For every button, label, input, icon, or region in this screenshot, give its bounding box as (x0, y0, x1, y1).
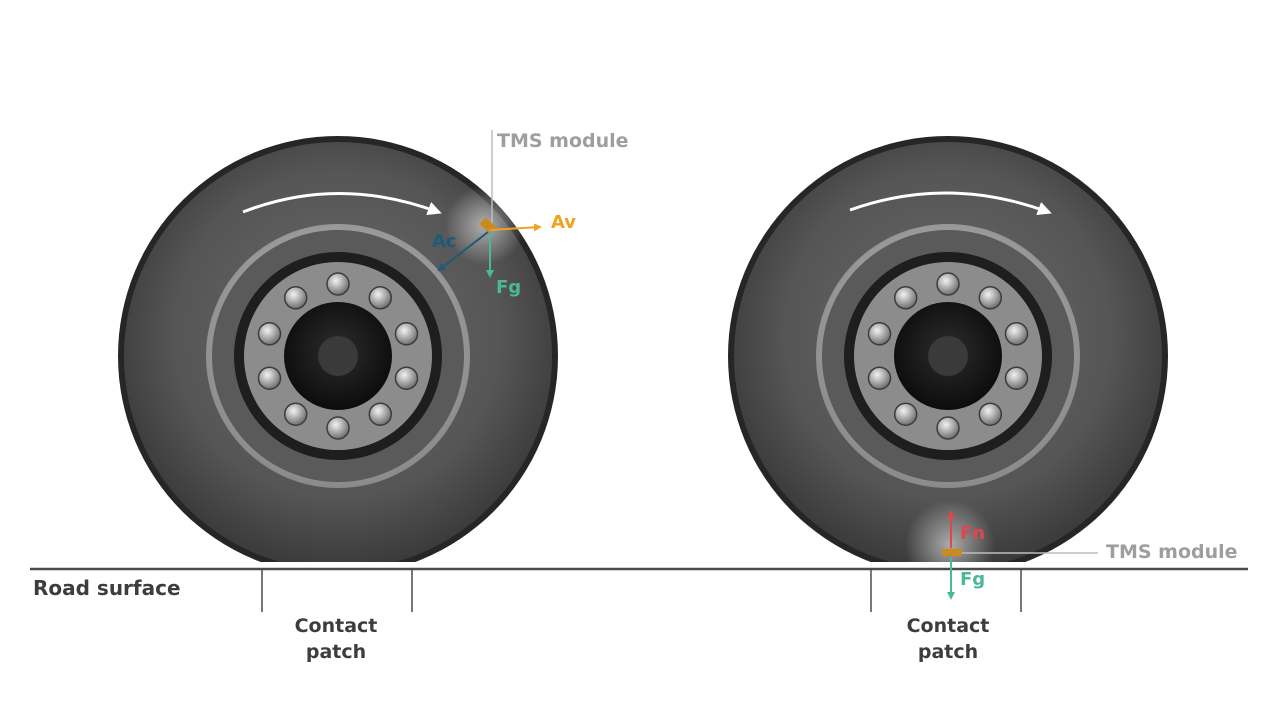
right-lug-nut (893, 402, 918, 426)
right-contact-patch-line1: Contact (906, 615, 990, 637)
left-contact-patch-label: Contact patch (266, 613, 406, 665)
right-contact-patch-line2: patch (917, 641, 979, 663)
right-hub-cap (928, 336, 968, 376)
left-lug-nut (394, 366, 419, 390)
right-lug-nuts (867, 272, 1029, 440)
right-tms-module (942, 549, 962, 556)
right-lug-nut (893, 286, 918, 310)
left-av-label: Av (551, 212, 577, 233)
left-wheel (118, 136, 558, 562)
right-lug-nut (936, 416, 960, 440)
left-fg-label: Fg (496, 277, 522, 298)
right-lug-nut (1004, 366, 1029, 390)
left-ac-label: Ac (432, 231, 457, 252)
left-ac-vector (437, 231, 489, 272)
left-tms-module-label: TMS module (497, 130, 629, 152)
left-lug-nut (326, 416, 350, 440)
left-av-vector (489, 223, 542, 232)
left-lug-nut (283, 402, 308, 426)
left-hub-cap (318, 336, 358, 376)
left-contact-patch-line2: patch (305, 641, 367, 663)
left-lug-nut (368, 286, 393, 310)
left-lug-nut (257, 322, 282, 346)
right-tms-module-label: TMS module (1106, 541, 1238, 563)
right-lug-nut (867, 322, 892, 346)
left-lug-nut (283, 286, 308, 310)
right-fg-label: Fg (960, 569, 986, 590)
right-rotation-arrow (849, 191, 1052, 216)
right-contact-patch-label: Contact patch (878, 613, 1018, 665)
left-contact-patch-line1: Contact (294, 615, 378, 637)
right-wheel (728, 136, 1168, 590)
left-lug-nut (394, 322, 419, 346)
left-rotation-arrow (242, 192, 442, 216)
left-lug-nut (257, 366, 282, 390)
right-lug-nut (867, 366, 892, 390)
right-fn-label: Fn (960, 523, 986, 544)
right-lug-nut (936, 272, 960, 296)
right-lug-nut (978, 286, 1003, 310)
left-lug-nut (368, 402, 393, 426)
left-lug-nuts (257, 272, 419, 440)
right-lug-nut (1004, 322, 1029, 346)
road-surface-label: Road surface (33, 576, 181, 600)
right-lug-nut (978, 402, 1003, 426)
left-lug-nut (326, 272, 350, 296)
